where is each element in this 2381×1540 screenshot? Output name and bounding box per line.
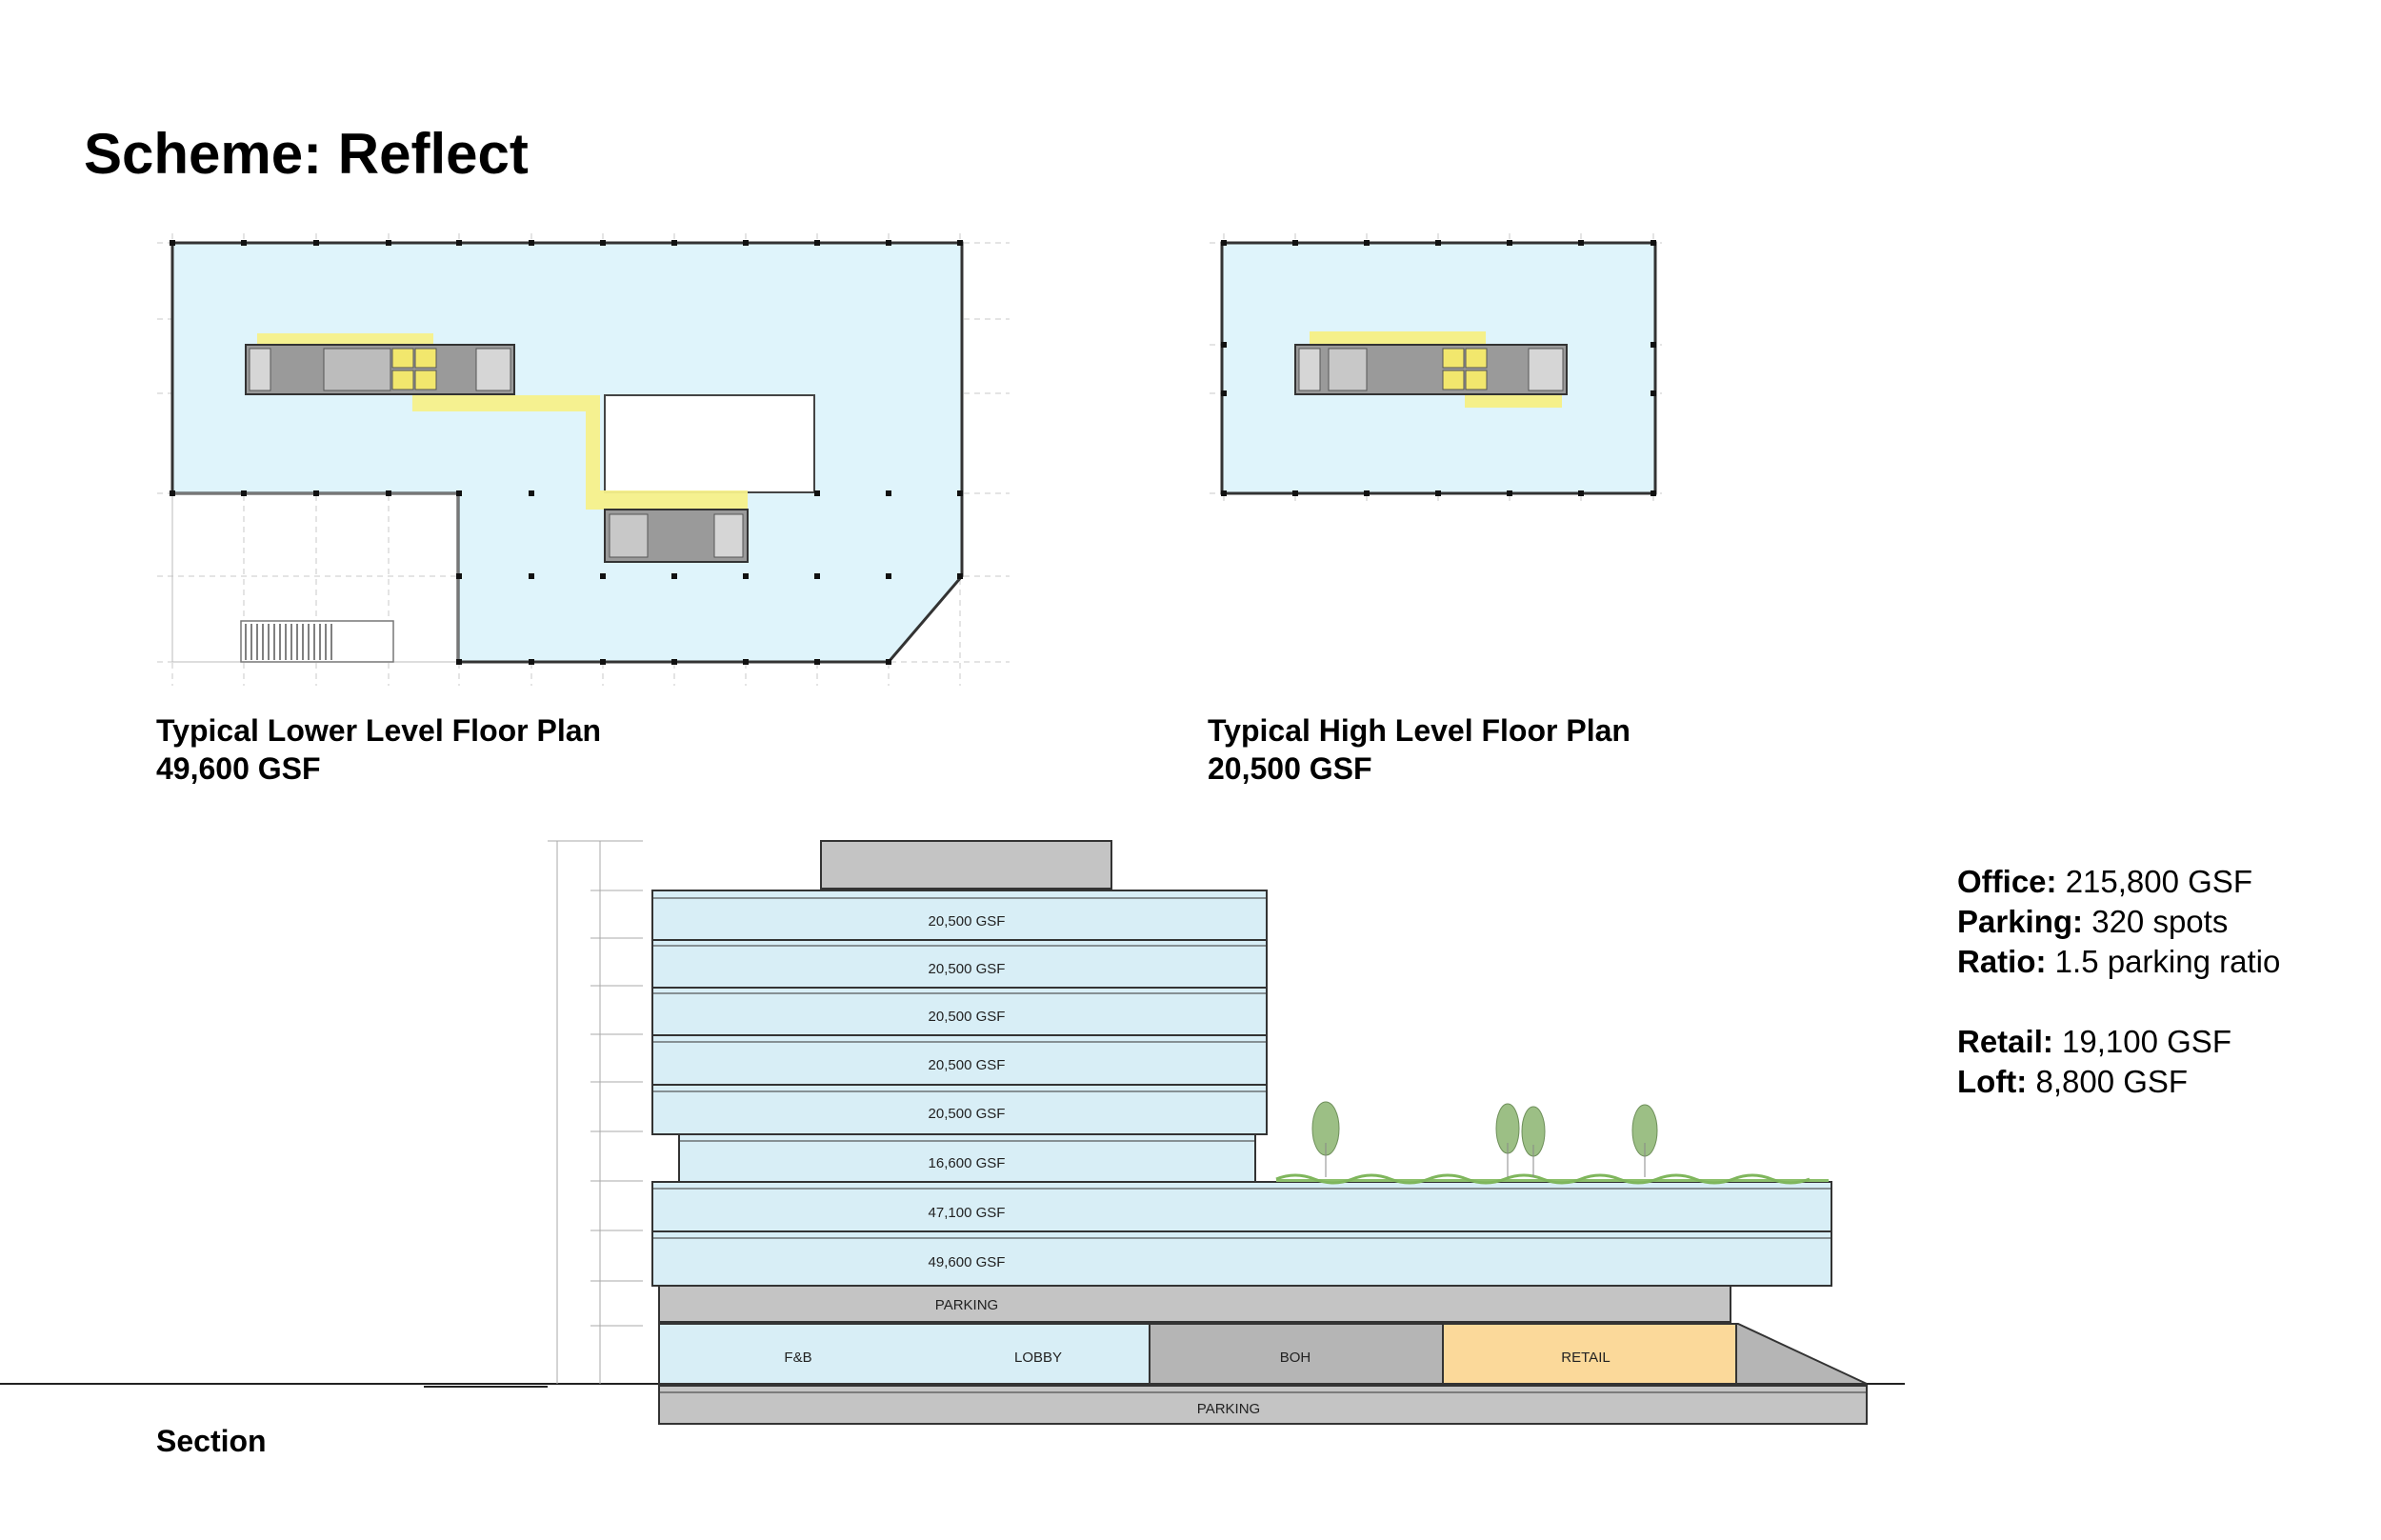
retail-label: RETAIL	[1561, 1350, 1610, 1366]
floor-label-1: 49,600 GSF	[929, 1254, 1006, 1270]
section-ramp	[1735, 1323, 1868, 1385]
lower-plan-courtyard	[604, 394, 815, 493]
section-caption-text: Section	[156, 1424, 267, 1458]
floor-label-3: 16,600 GSF	[929, 1155, 1006, 1171]
dimension-string	[548, 840, 643, 1384]
floor-label-4: 20,500 GSF	[929, 1106, 1006, 1122]
lower-plan-name: Typical Lower Level Floor Plan	[156, 713, 602, 748]
fb-label: F&B	[784, 1350, 811, 1366]
program-summary: Office: 215,800 GSF Parking: 320 spots R…	[1957, 862, 2280, 1102]
lower-plan-ramp	[240, 620, 394, 663]
floor-label-5: 20,500 GSF	[929, 1057, 1006, 1073]
lower-plan-area: 49,600 GSF	[156, 751, 321, 786]
page-title: Scheme: Reflect	[84, 122, 529, 186]
high-level-floor-plan	[1210, 233, 1662, 505]
stat-ratio: Ratio: 1.5 parking ratio	[1957, 944, 2281, 979]
lobby-label: LOBBY	[1014, 1350, 1062, 1366]
section-fb-lobby	[658, 1323, 1150, 1385]
floor-label-7: 20,500 GSF	[929, 961, 1006, 977]
stat-office: Office: 215,800 GSF	[1957, 864, 2252, 899]
section-caption: Section	[156, 1422, 267, 1460]
tree-icon	[1311, 1101, 1658, 1177]
lower-level-floor-plan	[157, 233, 1010, 686]
section-penthouse	[820, 840, 1112, 890]
section-labels: 20,500 GSF 20,500 GSF 20,500 GSF 20,500 …	[784, 913, 1610, 1417]
section-retail	[1442, 1323, 1737, 1385]
section-parking-lower	[658, 1385, 1868, 1425]
parking-upper-label: PARKING	[935, 1297, 998, 1313]
stat-retail: Retail: 19,100 GSF	[1957, 1024, 2231, 1059]
lower-plan-caption: Typical Lower Level Floor Plan 49,600 GS…	[156, 711, 601, 788]
high-plan-area: 20,500 GSF	[1208, 751, 1372, 786]
boh-label: BOH	[1280, 1350, 1311, 1366]
parking-lower-label: PARKING	[1197, 1401, 1260, 1417]
high-plan-columns	[1221, 240, 1656, 496]
roof-landscape	[1275, 1173, 1829, 1185]
high-plan-core	[1294, 344, 1568, 395]
section-parking-upper	[658, 1285, 1731, 1323]
high-plan-caption: Typical High Level Floor Plan 20,500 GSF	[1208, 711, 1631, 788]
lower-plan-core-2	[604, 509, 749, 563]
section-floors	[651, 890, 1832, 1287]
lower-plan-core-1	[245, 344, 515, 395]
high-plan-name: Typical High Level Floor Plan	[1208, 713, 1631, 748]
floor-label-6: 20,500 GSF	[929, 1009, 1006, 1025]
stat-loft: Loft: 8,800 GSF	[1957, 1064, 2189, 1099]
building-section: 20,500 GSF 20,500 GSF 20,500 GSF 20,500 …	[0, 840, 1905, 1425]
floor-label-2: 47,100 GSF	[929, 1205, 1006, 1221]
lower-plan-floorplate	[170, 241, 964, 664]
lower-plan-columns	[170, 240, 963, 665]
floor-label-8: 20,500 GSF	[929, 913, 1006, 930]
stat-parking: Parking: 320 spots	[1957, 904, 2229, 939]
